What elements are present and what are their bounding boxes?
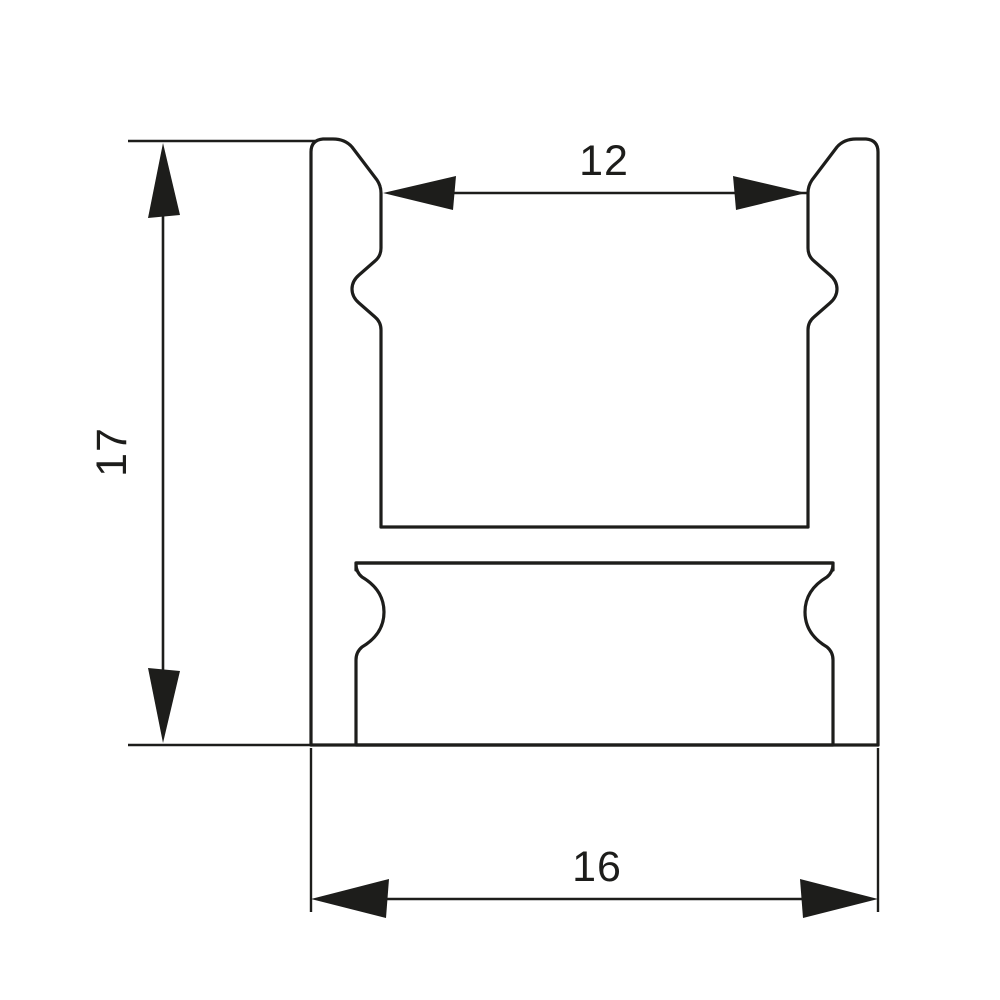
dim-12-right-arrowhead (733, 176, 806, 210)
dim-17-label: 17 (88, 427, 136, 477)
dimension-overall-width-16: 16 (309, 748, 880, 918)
dimension-overall-height-17: 17 (88, 139, 315, 747)
profile-body-group (309, 137, 880, 747)
lower-body-outline (354, 561, 835, 747)
right-wall-and-arm-outline (806, 137, 880, 747)
dim-16-left-arrowhead (311, 879, 389, 918)
dim-17-bottom-arrowhead (148, 668, 180, 743)
dim-17-top-arrowhead (148, 143, 180, 218)
dim-12-label: 12 (579, 137, 629, 185)
dimension-inner-width-12: 12 (383, 137, 808, 210)
left-wall-and-arm-outline (309, 137, 383, 747)
dim-16-label: 16 (572, 843, 622, 891)
dim-16-right-arrowhead (800, 879, 878, 918)
dim-12-left-arrowhead (383, 176, 456, 210)
